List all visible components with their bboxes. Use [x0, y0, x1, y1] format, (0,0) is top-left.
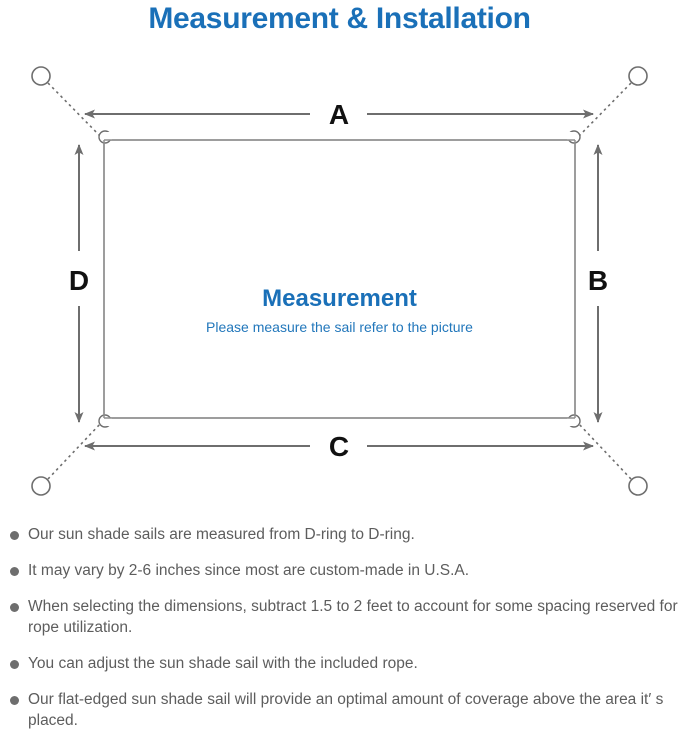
- list-item: It may vary by 2-6 inches since most are…: [0, 560, 679, 581]
- page-title: Measurement & Installation: [148, 2, 531, 35]
- anchor-bottom-left-icon: [31, 476, 51, 496]
- notes-list: Our sun shade sails are measured from D-…: [0, 524, 679, 746]
- dimension-label-c: C: [329, 431, 349, 462]
- list-item: You can adjust the sun shade sail with t…: [0, 653, 679, 674]
- anchor-top-left-icon: [31, 66, 51, 86]
- list-item-text: When selecting the dimensions, subtract …: [28, 598, 678, 636]
- dimension-label-d: D: [69, 265, 89, 296]
- rope-line-top-right: [577, 82, 632, 138]
- list-item-text: It may vary by 2-6 inches since most are…: [28, 562, 470, 579]
- sail-shape: [103, 139, 576, 419]
- list-item-text: You can adjust the sun shade sail with t…: [28, 655, 418, 672]
- list-item-text: Our sun shade sails are measured from D-…: [28, 526, 415, 543]
- anchor-bottom-right-icon: [628, 476, 648, 496]
- list-item: Our flat-edged sun shade sail will provi…: [0, 689, 679, 731]
- sun-shade-sail-measurement-diagram: A C D B Measurement Please measure the s…: [0, 44, 679, 514]
- bullet-icon: [10, 567, 19, 576]
- rope-line-bottom-right: [577, 422, 632, 480]
- rope-line-top-left: [47, 82, 102, 138]
- list-item: Our sun shade sails are measured from D-…: [0, 524, 679, 545]
- dimension-label-a: A: [329, 99, 349, 130]
- bullet-icon: [10, 603, 19, 612]
- bullet-icon: [10, 531, 19, 540]
- rope-line-bottom-left: [47, 422, 102, 480]
- list-item: When selecting the dimensions, subtract …: [0, 596, 679, 638]
- bullet-icon: [10, 696, 19, 705]
- anchor-top-right-icon: [628, 66, 648, 86]
- dimension-label-b: B: [588, 265, 608, 296]
- bullet-icon: [10, 660, 19, 669]
- list-item-text: Our flat-edged sun shade sail will provi…: [28, 691, 664, 729]
